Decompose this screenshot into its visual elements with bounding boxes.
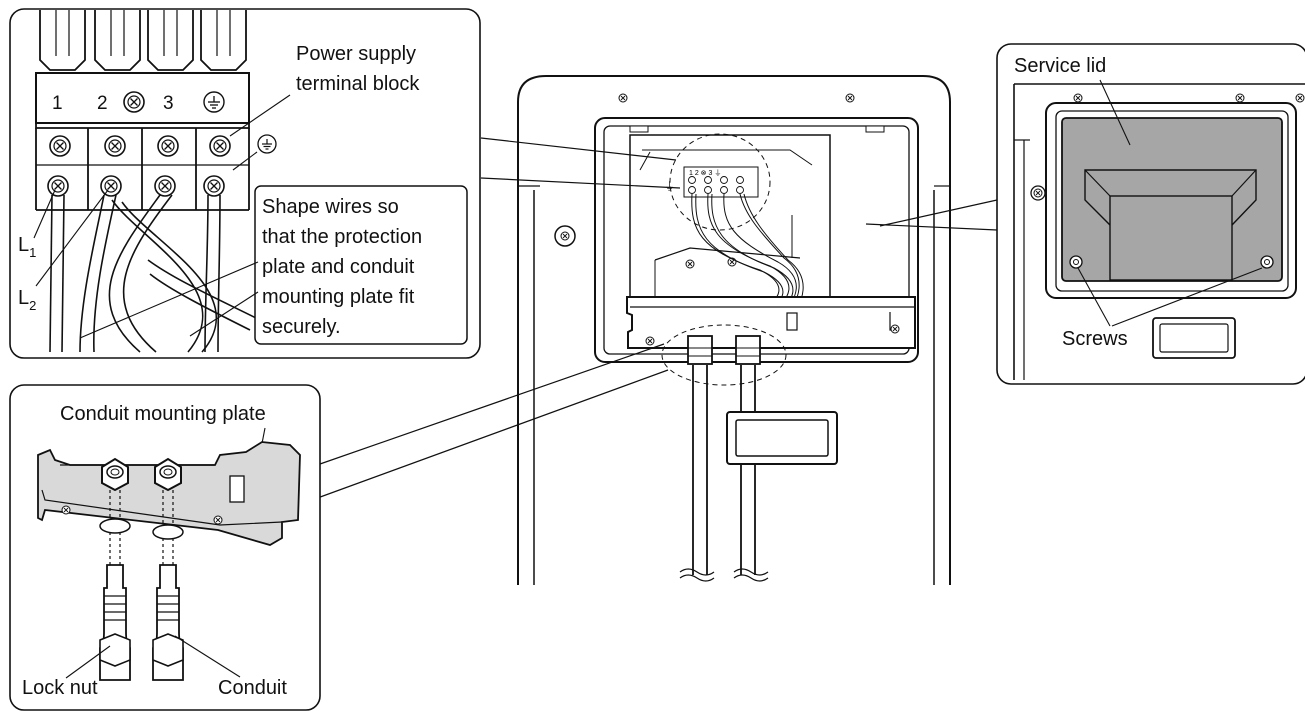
conduit-label: Conduit bbox=[218, 677, 287, 699]
screws-label: Screws bbox=[1062, 328, 1128, 350]
terminal-3-label: 3 bbox=[163, 93, 174, 114]
conduit-fitting-icon bbox=[99, 564, 184, 681]
lock-nut-label: Lock nut bbox=[22, 677, 98, 699]
center-screw-icon bbox=[123, 91, 145, 113]
ground-symbol-icon bbox=[203, 91, 225, 113]
outdoor-unit: ⏚ 1 2 ⊗ 3 ⏚ bbox=[311, 75, 998, 585]
note-box bbox=[254, 185, 468, 345]
shape-wires-note: Shape wires so that the protection plate… bbox=[262, 196, 428, 338]
conduit-mounting-plate-label: Conduit mounting plate bbox=[60, 403, 266, 425]
terminal-1-label: 1 bbox=[52, 93, 63, 114]
power-supply-label: Power supply terminal block bbox=[296, 43, 422, 95]
terminal-2-label: 2 bbox=[97, 93, 108, 114]
terminal-block-panel: 1 2 3 bbox=[9, 8, 481, 359]
service-lid-label: Service lid bbox=[1014, 55, 1106, 77]
ground-terminal-icon bbox=[257, 134, 277, 154]
service-lid-panel: Service lid Screws bbox=[996, 43, 1305, 385]
svg-text:1 2 ⊗ 3 ⏚: 1 2 ⊗ 3 ⏚ bbox=[689, 169, 721, 177]
mini-terminal-block: 1 2 ⊗ 3 ⏚ bbox=[683, 166, 759, 198]
svg-text:⏚: ⏚ bbox=[664, 180, 675, 193]
wire-l1-label: L1 bbox=[18, 234, 36, 260]
wire-l2-label: L2 bbox=[18, 287, 36, 313]
conduit-panel: Conduit mounting plate Lock nut bbox=[9, 384, 321, 711]
